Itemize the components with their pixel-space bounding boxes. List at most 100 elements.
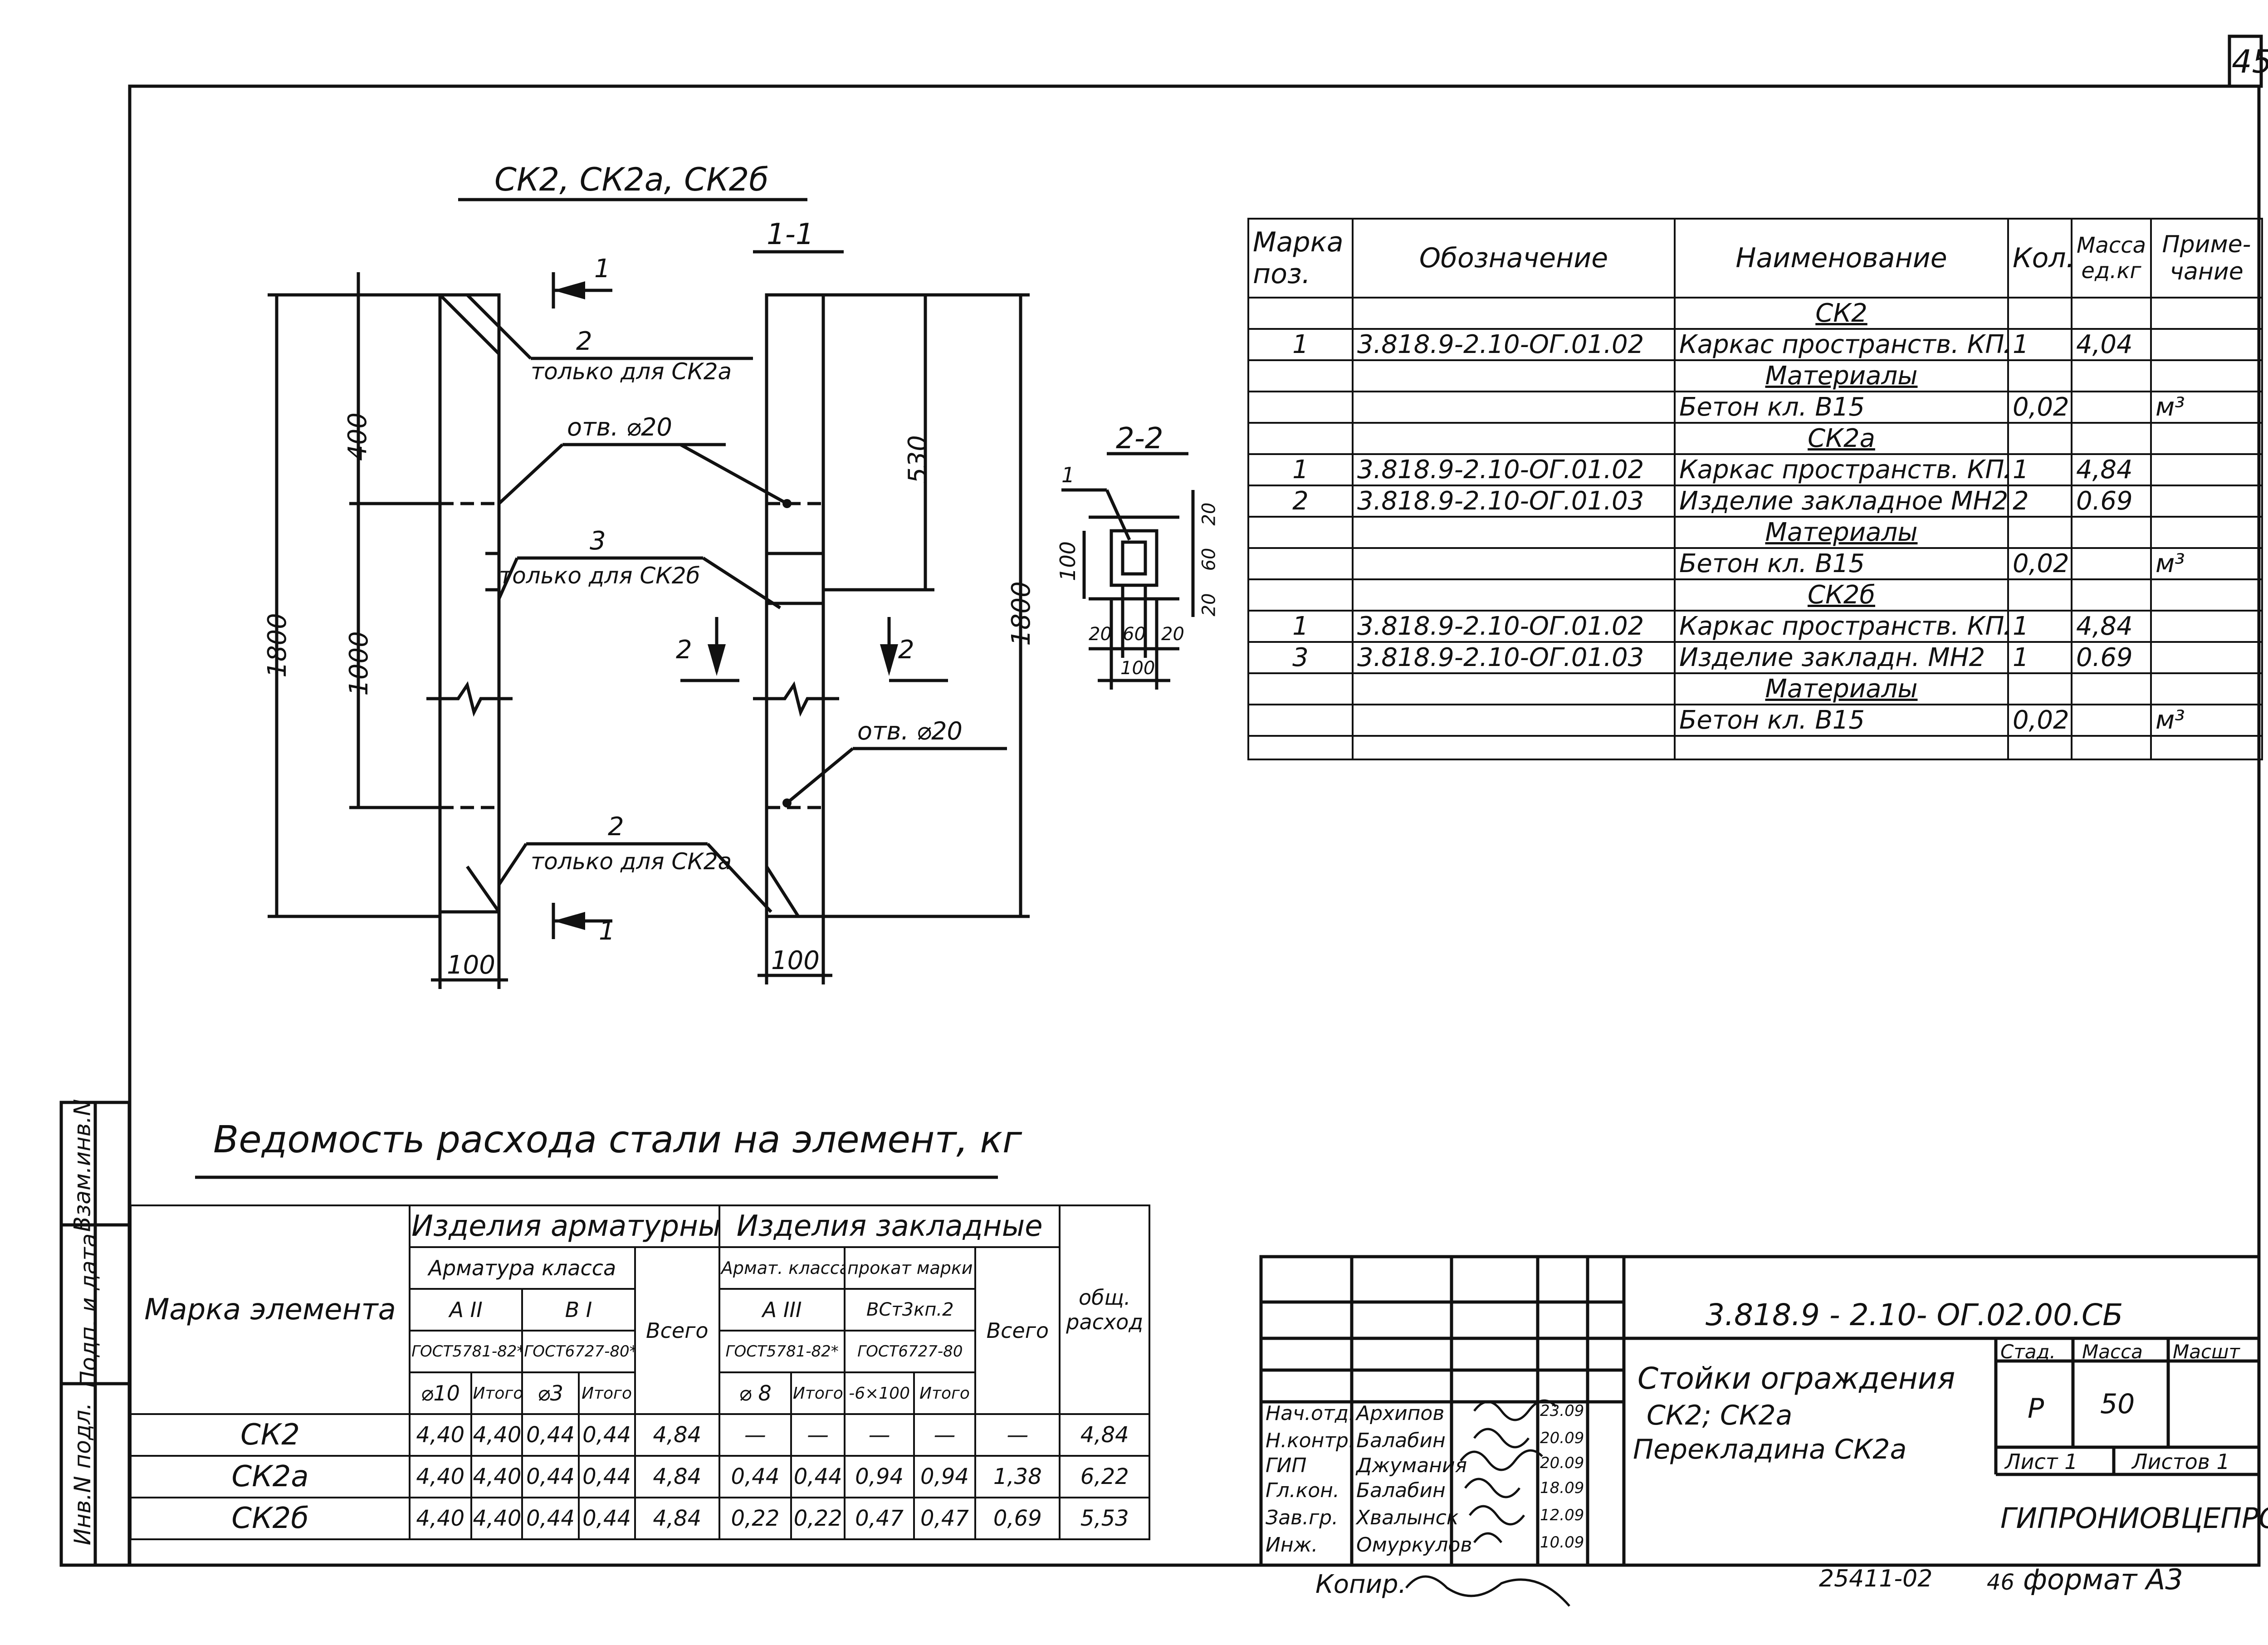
spec-cell-mass: 4,04 [2071,328,2152,361]
spec-cell-des [1352,735,1676,760]
title-block-sheet: Лист 1 [2005,1449,2078,1474]
sheet-number: 45 [2232,43,2268,80]
steel-cell-value: 4,40 [409,1455,472,1498]
spec-cell-name: Материалы [1674,516,2009,549]
steel-header-arm-class: Арматура класса [409,1246,636,1290]
steel-header-d3: ⌀3 [521,1371,580,1415]
spec-cell-note [2150,578,2263,612]
steel-header-6x100: -6×100 [844,1371,915,1415]
steel-header-arm-class2: Армат. класса [718,1246,846,1290]
spec-cell-qty [2007,359,2072,392]
spec-cell-mass [2071,735,2152,760]
steel-header-armature: Изделия арматурные [409,1204,720,1248]
spec-cell-des [1352,704,1676,737]
sec-dim-20b: 20 [1198,593,1220,617]
callout-hole-bottom: отв. ⌀20 [857,717,963,745]
steel-cell-value: 4,40 [409,1413,472,1457]
spec-cell-name: Материалы [1674,672,2009,705]
spec-header-name: Наименование [1674,218,2009,299]
spec-header-note: Приме-чание [2150,218,2263,299]
signature-role: Инж. [1266,1533,1318,1557]
spec-cell-qty [2007,297,2072,330]
callout-pos2-bottom: 2 [608,812,624,842]
signature-date: 18.09 [1540,1479,1584,1497]
spec-cell-note [2150,422,2263,455]
steel-header-b1: В I [521,1288,636,1332]
steel-cell-value: — [790,1413,846,1457]
callout-only-ck2b: только для СК2б [499,563,700,589]
steel-cell-value: 0,22 [790,1497,846,1540]
signature-name: Балабин [1356,1429,1446,1452]
steel-cell-value: 0,44 [577,1497,636,1540]
signature-role: Гл.кон. [1266,1479,1339,1502]
spec-cell-pos: 1 [1247,610,1354,643]
steel-cell-value: 4,84 [634,1497,720,1540]
spec-cell-qty [2007,578,2072,612]
steel-cell-value: 0,47 [913,1497,977,1540]
signature-role: Н.контр. [1266,1429,1355,1452]
cut-1-bottom: 1 [599,916,615,946]
steel-cell-value: 0,69 [974,1497,1061,1540]
spec-cell-pos [1247,672,1354,705]
spec-cell-note: м³ [2150,547,2263,580]
dim-100-right: 100 [771,946,820,975]
steel-header-a2: А II [409,1288,523,1332]
drawing-title: СК2, СК2а, СК2б [494,161,769,198]
spec-cell-note [2150,516,2263,549]
signature-name: Балабин [1356,1479,1446,1502]
steel-cell-value: 0,44 [718,1455,792,1498]
sec-dim-20c: 20 [1089,624,1112,645]
section-2-2-label: 2-2 [1116,422,1163,455]
sec-dim-60: 60 [1198,548,1220,571]
spec-cell-note [2150,672,2263,705]
title-block-mass-label: Масса [2082,1341,2143,1363]
copied-label: Копир. [1315,1570,1407,1599]
steel-header-itogo1: Итого [470,1371,523,1415]
dim-100-left: 100 [447,950,495,980]
spec-cell-note [2150,328,2263,361]
signature-role: Зав.гр. [1266,1506,1339,1529]
title-block-stage-label: Стад. [2000,1341,2056,1363]
dim-1800-right: 1800 [1006,581,1036,646]
spec-cell-des [1352,391,1676,424]
callout-pos3: 3 [590,526,606,556]
steel-cell-value: 0,44 [521,1455,580,1498]
spec-cell-mass [2071,704,2152,737]
title-block-code: 3.818.9 - 2.10- ОГ.02.00.СБ [1706,1297,2123,1332]
signature-date: 23.09 [1540,1402,1584,1420]
spec-cell-mass [2071,547,2152,580]
spec-row: Материалы [1247,359,2263,392]
signature-role: ГИП [1266,1454,1307,1477]
spec-cell-mass [2071,359,2152,392]
spec-cell-qty [2007,672,2072,705]
cut-2-left: 2 [676,635,692,665]
spec-cell-name: Бетон кл. В15 [1674,547,2009,580]
sec-dim-100: 100 [1055,541,1080,581]
spec-cell-pos [1247,422,1354,455]
steel-cell-mark: СК2а [129,1455,411,1498]
steel-header-mark: Марка элемента [129,1204,411,1415]
steel-header-itogo4: Итого [913,1371,977,1415]
spec-cell-name: Изделие закладн. МН2 [1674,641,2009,674]
spec-cell-name: СК2а [1674,422,2009,455]
steel-header-a3: А III [718,1288,846,1332]
spec-cell-note [2150,641,2263,674]
callout-only-ck2a-top: только для СК2а [531,358,732,385]
spec-cell-note [2150,453,2263,486]
signature-name: Хвалынск [1356,1506,1459,1529]
signature-name: Джумания [1356,1454,1467,1477]
spec-cell-des [1352,516,1676,549]
spec-cell-des [1352,297,1676,330]
side-stamp-inv: Инв.N подл. [69,1402,96,1546]
steel-cell-value: 4,40 [470,1413,523,1457]
steel-header-d8: ⌀ 8 [718,1371,792,1415]
signature-date: 20.09 [1540,1429,1584,1447]
cut-2-right: 2 [898,635,914,665]
spec-cell-des [1352,672,1676,705]
steel-header-vst: ВСт3кп.2 [844,1288,977,1332]
steel-header-itogo3: Итого [790,1371,846,1415]
